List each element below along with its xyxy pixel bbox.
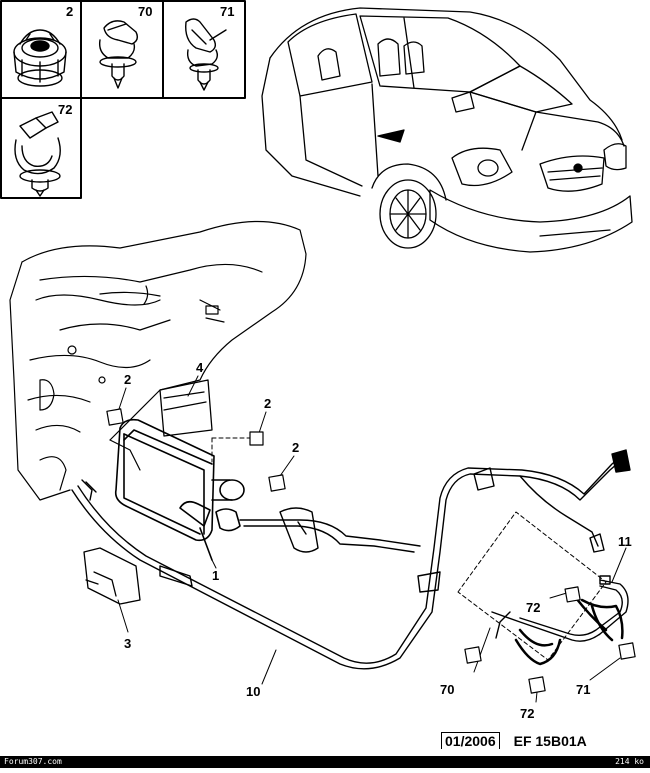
callout-2-center: 2 [264, 396, 271, 411]
callout-labels: 2 4 2 2 1 3 10 11 72 70 72 71 [124, 360, 632, 721]
footer-source: Forum307.com [4, 757, 62, 766]
callout-2-right: 2 [292, 440, 299, 455]
charcoal-canister [114, 418, 245, 561]
callout-70: 70 [440, 682, 454, 697]
bracket-4 [159, 379, 213, 437]
inset-grid [0, 0, 246, 199]
revision-date: 01/2006 [441, 732, 500, 749]
callout-squares [106, 408, 636, 694]
footer-bar: Forum307.com 214 ko [0, 756, 650, 768]
callout-71: 71 [576, 682, 590, 697]
callout-3: 3 [124, 636, 131, 651]
inset-70-label: 70 [138, 4, 152, 19]
bracket-3 [83, 547, 141, 605]
callout-72-upper: 72 [526, 600, 540, 615]
clip-marks [514, 596, 624, 666]
callout-1: 1 [212, 568, 219, 583]
inset-2-label: 2 [66, 4, 73, 19]
clip-70-icon [98, 20, 139, 89]
footer-size: 214 ko [615, 757, 644, 766]
car-illustration [261, 7, 633, 253]
inset-72-label: 72 [58, 102, 72, 117]
dashed-group-outline [211, 437, 607, 661]
callout-72-lower: 72 [520, 706, 534, 721]
clip-2-icon [13, 29, 67, 87]
clip-72-icon [14, 111, 61, 197]
pipe-11 [491, 575, 629, 642]
inset-labels: 2 70 71 72 [58, 4, 234, 117]
callout-11: 11 [618, 534, 632, 549]
inset-71-label: 71 [220, 4, 234, 19]
callout-2-left: 2 [124, 372, 131, 387]
diagram-reference: EF 15B01A [513, 733, 587, 749]
leader-lines [117, 375, 627, 703]
callout-10: 10 [246, 684, 260, 699]
pipe-10 [71, 449, 631, 670]
clip-71-icon [185, 18, 227, 91]
fuel-tank [9, 220, 307, 501]
revision-stamp: 01/2006 EF 15B01A [441, 732, 587, 749]
callout-4: 4 [196, 360, 204, 375]
